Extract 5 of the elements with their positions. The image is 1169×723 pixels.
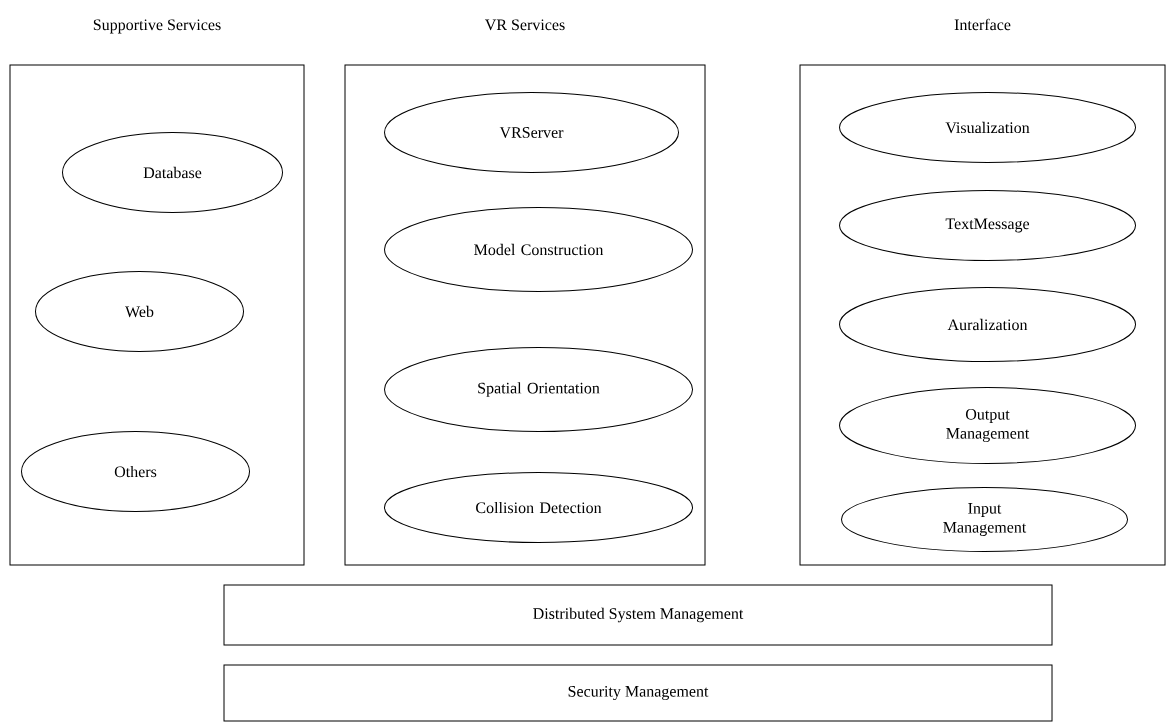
layer-bar: Distributed System Management	[223, 584, 1053, 646]
node-label: Interface	[954, 18, 1011, 31]
node-label: VR Services	[484, 19, 565, 31]
node-label: Supportive Services	[93, 19, 221, 34]
layer-bar: Security Management	[223, 664, 1053, 722]
